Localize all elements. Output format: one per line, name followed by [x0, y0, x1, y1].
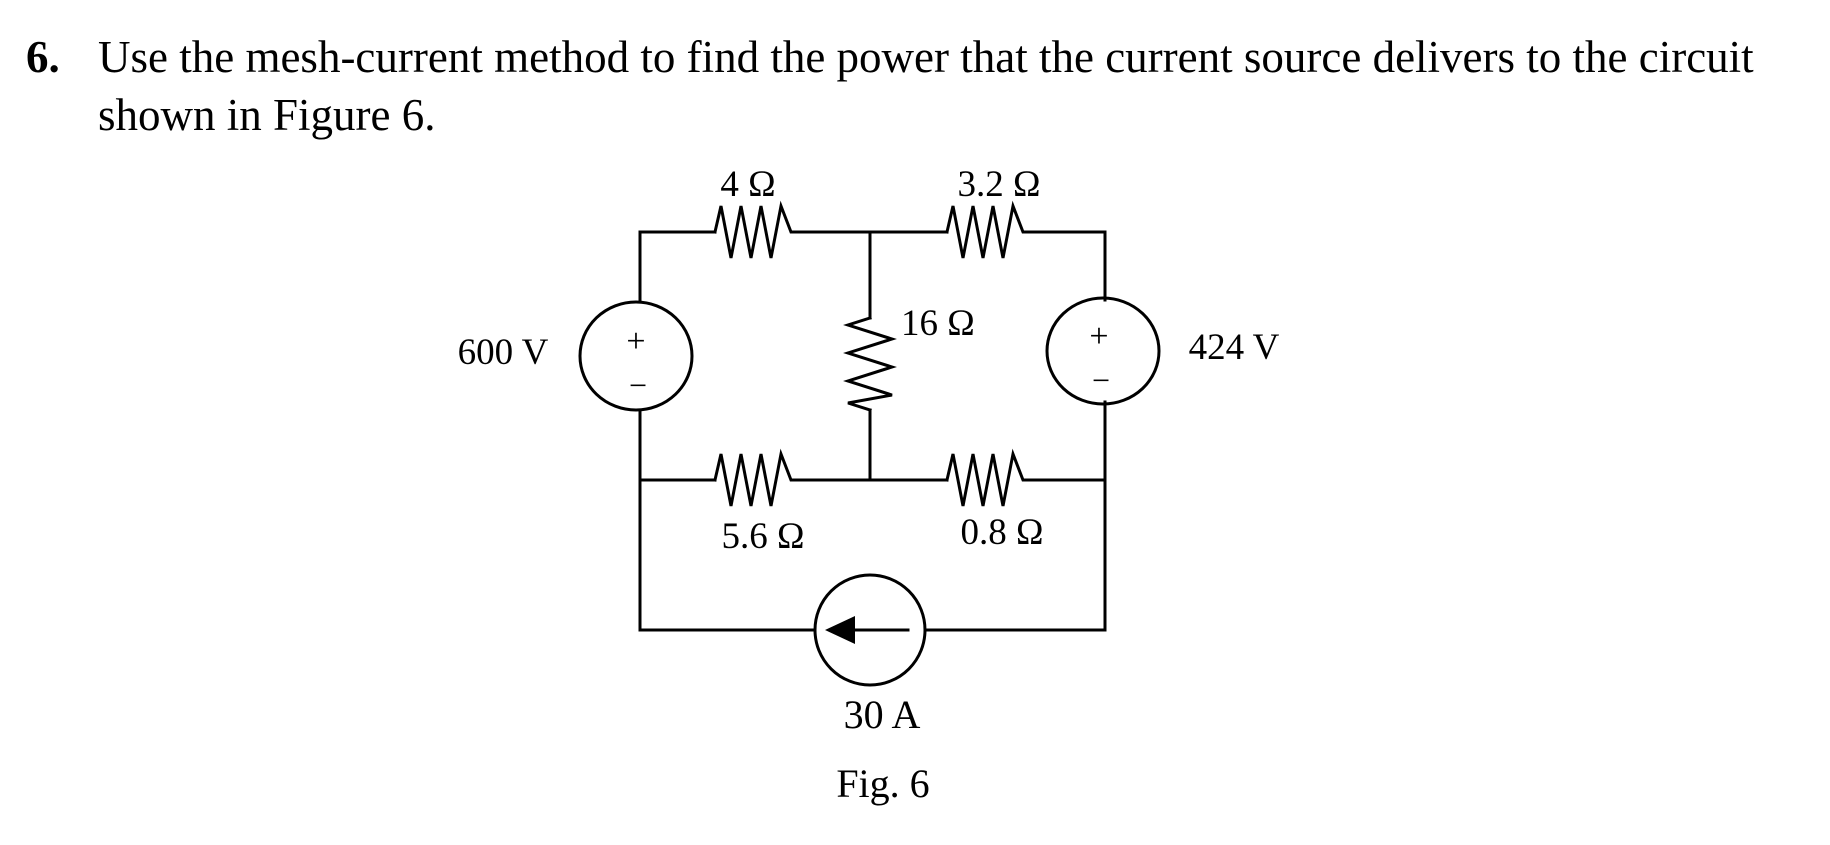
wire-top-left	[638, 230, 717, 302]
problem-number: 6.	[26, 32, 60, 82]
label-424v: 424 V	[1189, 327, 1280, 368]
voltage-source-600v	[578, 300, 694, 412]
label-30a: 30 A	[844, 692, 921, 737]
label-16-ohm: 16 Ω	[901, 303, 975, 344]
resistor-3-2-ohm	[945, 200, 1027, 259]
minus-sign-right: −	[1092, 362, 1110, 398]
plus-sign-right: +	[1089, 318, 1108, 355]
resistor-0-8-ohm	[945, 448, 1027, 507]
wire-left-vertical	[638, 410, 817, 632]
resistor-4-ohm	[713, 200, 797, 259]
wire-top-right	[1023, 230, 1107, 302]
minus-sign-left: −	[629, 367, 647, 403]
problem-text: Use the mesh-current method to find the …	[98, 32, 1754, 140]
voltage-source-424v	[1045, 296, 1161, 406]
label-600v: 600 V	[458, 332, 549, 373]
resistor-5-6-ohm	[713, 448, 797, 507]
plus-sign-left: +	[626, 323, 645, 360]
label-0-8-ohm: 0.8 Ω	[961, 512, 1044, 553]
current-arrow-head-icon	[825, 616, 855, 644]
wire-right-vertical	[923, 400, 1107, 632]
current-source-30a	[813, 573, 927, 687]
figure-caption: Fig. 6	[836, 761, 929, 806]
label-5-6-ohm: 5.6 Ω	[722, 516, 805, 557]
label-4-ohm: 4 Ω	[720, 164, 775, 205]
resistor-16-ohm	[843, 316, 897, 412]
label-3-2-ohm: 3.2 Ω	[958, 164, 1041, 205]
